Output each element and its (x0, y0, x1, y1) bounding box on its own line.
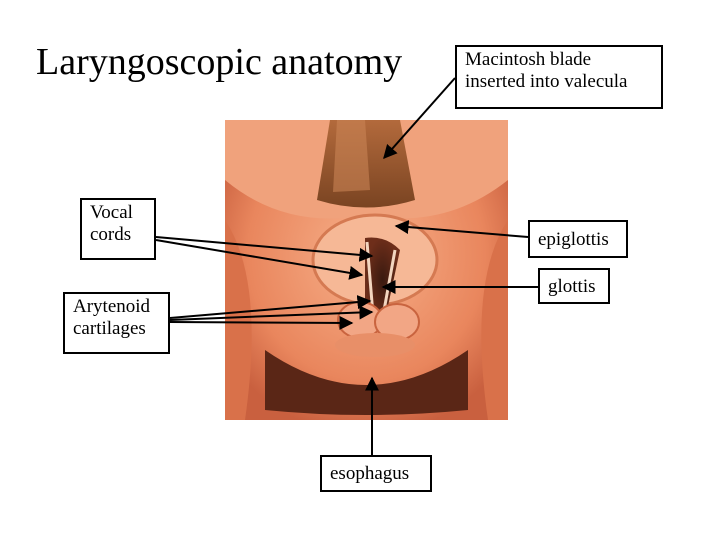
label-vocal-cords: Vocal cords (80, 198, 156, 260)
label-arytenoid-line1: Arytenoid (73, 296, 151, 317)
label-epiglottis-text: epiglottis (538, 229, 609, 250)
label-macintosh-blade: Macintosh blade inserted into valecula (455, 45, 663, 109)
label-arytenoid-cartilages: Arytenoid cartilages (63, 292, 170, 354)
label-glottis-text: glottis (548, 276, 596, 297)
label-esophagus: esophagus (320, 455, 432, 492)
label-macintosh-line1: Macintosh blade (465, 49, 592, 70)
larynx-model-photo (225, 120, 508, 420)
label-glottis: glottis (538, 268, 610, 304)
diagram-title: Laryngoscopic anatomy (36, 41, 403, 83)
label-macintosh-line2: inserted into valecula (465, 71, 628, 92)
label-esophagus-text: esophagus (330, 463, 410, 484)
label-vocal-line2: cords (90, 224, 132, 245)
label-vocal-line1: Vocal (90, 202, 133, 223)
label-epiglottis: epiglottis (528, 220, 628, 258)
label-arytenoid-line2: cartilages (73, 318, 146, 339)
